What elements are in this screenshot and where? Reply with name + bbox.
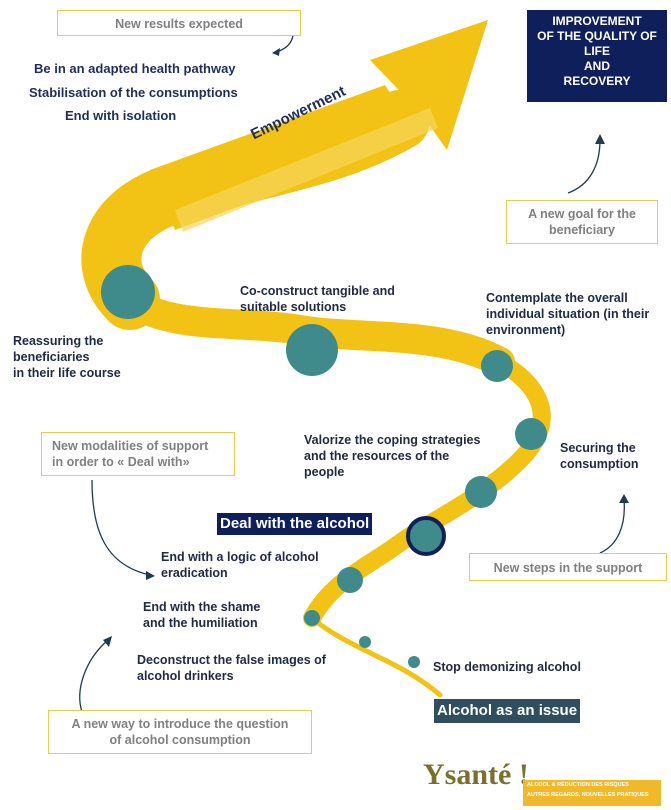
goal-line-1: IMPROVEMENT (552, 14, 642, 28)
connector-new-way (79, 639, 109, 713)
logo-line-2: AUTRES REGARDS, NOUVELLES PRATIQUES (527, 792, 649, 798)
connector-modalities-head (146, 571, 155, 580)
new-way-line-1: A new way to introduce the question (71, 717, 289, 731)
step-deconstruct: Deconstruct the false images of alcohol … (137, 652, 326, 684)
new-steps-box: New steps in the support (469, 553, 667, 581)
logo-brand: Ysanté ! (423, 758, 529, 791)
step-co-construct-line-1: Co-construct tangible and (240, 284, 395, 298)
step-securing-line-1: Securing the (560, 441, 636, 455)
modalities-line-2: in order to « Deal with» (52, 455, 190, 469)
logo-line-1: ALCOOL & RÉDUCTION DES RISQUES (527, 782, 629, 788)
step-deconstruct-line-2: alcohol drinkers (137, 669, 234, 683)
deal-with-label: Deal with the alcohol (217, 513, 373, 535)
node-reassuring (101, 265, 155, 319)
node-deconstruct (359, 636, 371, 648)
connector-new-steps-head (619, 494, 629, 503)
alcohol-issue-label: Alcohol as an issue (434, 699, 581, 723)
arrow-highlight (175, 108, 438, 232)
step-valorize-line-3: people (304, 465, 345, 479)
goal-line-4: AND (584, 59, 610, 73)
node-shame (304, 610, 320, 626)
new-results-box: New results expected (57, 10, 301, 36)
node-valorize (465, 476, 497, 508)
ysante-logo: Ysanté ! ALCOOL & RÉDUCTION DES RISQUES … (423, 758, 668, 808)
node-eradication (337, 567, 363, 593)
logo-stripe (523, 780, 661, 806)
step-deconstruct-line-1: Deconstruct the false images of (137, 653, 326, 667)
connector-new-goal (567, 139, 601, 194)
goal-line-3: LIFE (584, 44, 610, 58)
step-valorize-line-2: and the resources of the (304, 449, 450, 463)
node-securing (515, 418, 547, 450)
step-end-shame-line-1: End with the shame (143, 600, 261, 614)
step-end-eradication-line-2: eradication (161, 566, 228, 580)
ribbon-tail (309, 615, 443, 698)
node-deal-with (406, 516, 446, 556)
new-goal-line-1: A new goal for the (528, 207, 636, 221)
goal-line-2: OF THE QUALITY OF (537, 29, 657, 43)
result-3: End with isolation (65, 108, 177, 123)
connector-new-way-head (103, 636, 112, 647)
modalities-box: New modalities of support in order to « … (41, 432, 235, 476)
step-contemplate: Contemplate the overall individual situa… (486, 290, 649, 338)
step-contemplate-line-3: environment) (486, 323, 566, 337)
result-2: Stabilisation of the consumptions (29, 85, 238, 100)
new-way-box: A new way to introduce the question of a… (48, 710, 312, 754)
step-contemplate-line-1: Contemplate the overall (486, 291, 628, 305)
step-end-shame: End with the shame and the humiliation (143, 599, 260, 631)
step-securing-line-2: consumption (560, 457, 639, 471)
new-way-line-2: of alcohol consumption (109, 733, 251, 747)
step-end-eradication-line-1: End with a logic of alcohol (161, 550, 319, 564)
node-contemplate (481, 350, 513, 382)
goal-box: IMPROVEMENT OF THE QUALITY OF LIFE AND R… (527, 10, 667, 102)
new-goal-box: A new goal for the beneficiary (506, 200, 658, 244)
new-steps-label: New steps in the support (493, 561, 643, 575)
step-valorize-line-1: Valorize the coping strategies (304, 433, 481, 447)
node-stop-demonizing (408, 656, 420, 668)
connector-new-steps (599, 499, 625, 554)
step-co-construct-line-2: suitable solutions (240, 300, 347, 314)
step-contemplate-line-2: individual situation (in their (486, 307, 650, 321)
new-results-label: New results expected (115, 17, 243, 31)
connector-modalities (91, 479, 151, 576)
step-reassuring: Reassuring the beneficiaries in their li… (13, 333, 121, 381)
node-co-construct (286, 324, 338, 376)
step-securing: Securing the consumption (560, 440, 638, 472)
connector-new-goal-head (595, 134, 605, 144)
step-end-eradication: End with a logic of alcohol eradication (161, 549, 319, 581)
result-1: Be in an adapted health pathway (34, 61, 236, 76)
new-goal-line-2: beneficiary (548, 223, 615, 237)
goal-line-5: RECOVERY (563, 74, 631, 88)
connector-new-results-head (272, 48, 280, 56)
step-co-construct: Co-construct tangible and suitable solut… (240, 283, 395, 315)
step-reassuring-line-1: Reassuring the (13, 334, 104, 348)
arrow-head (370, 20, 488, 150)
modalities-line-1: New modalities of support (52, 439, 209, 453)
step-reassuring-line-3: in their life course (13, 366, 121, 380)
step-reassuring-line-2: beneficiaries (13, 350, 90, 364)
step-stop-demonizing: Stop demonizing alcohol (433, 660, 581, 674)
step-valorize: Valorize the coping strategies and the r… (304, 432, 480, 480)
step-end-shame-line-2: and the humiliation (143, 616, 258, 630)
